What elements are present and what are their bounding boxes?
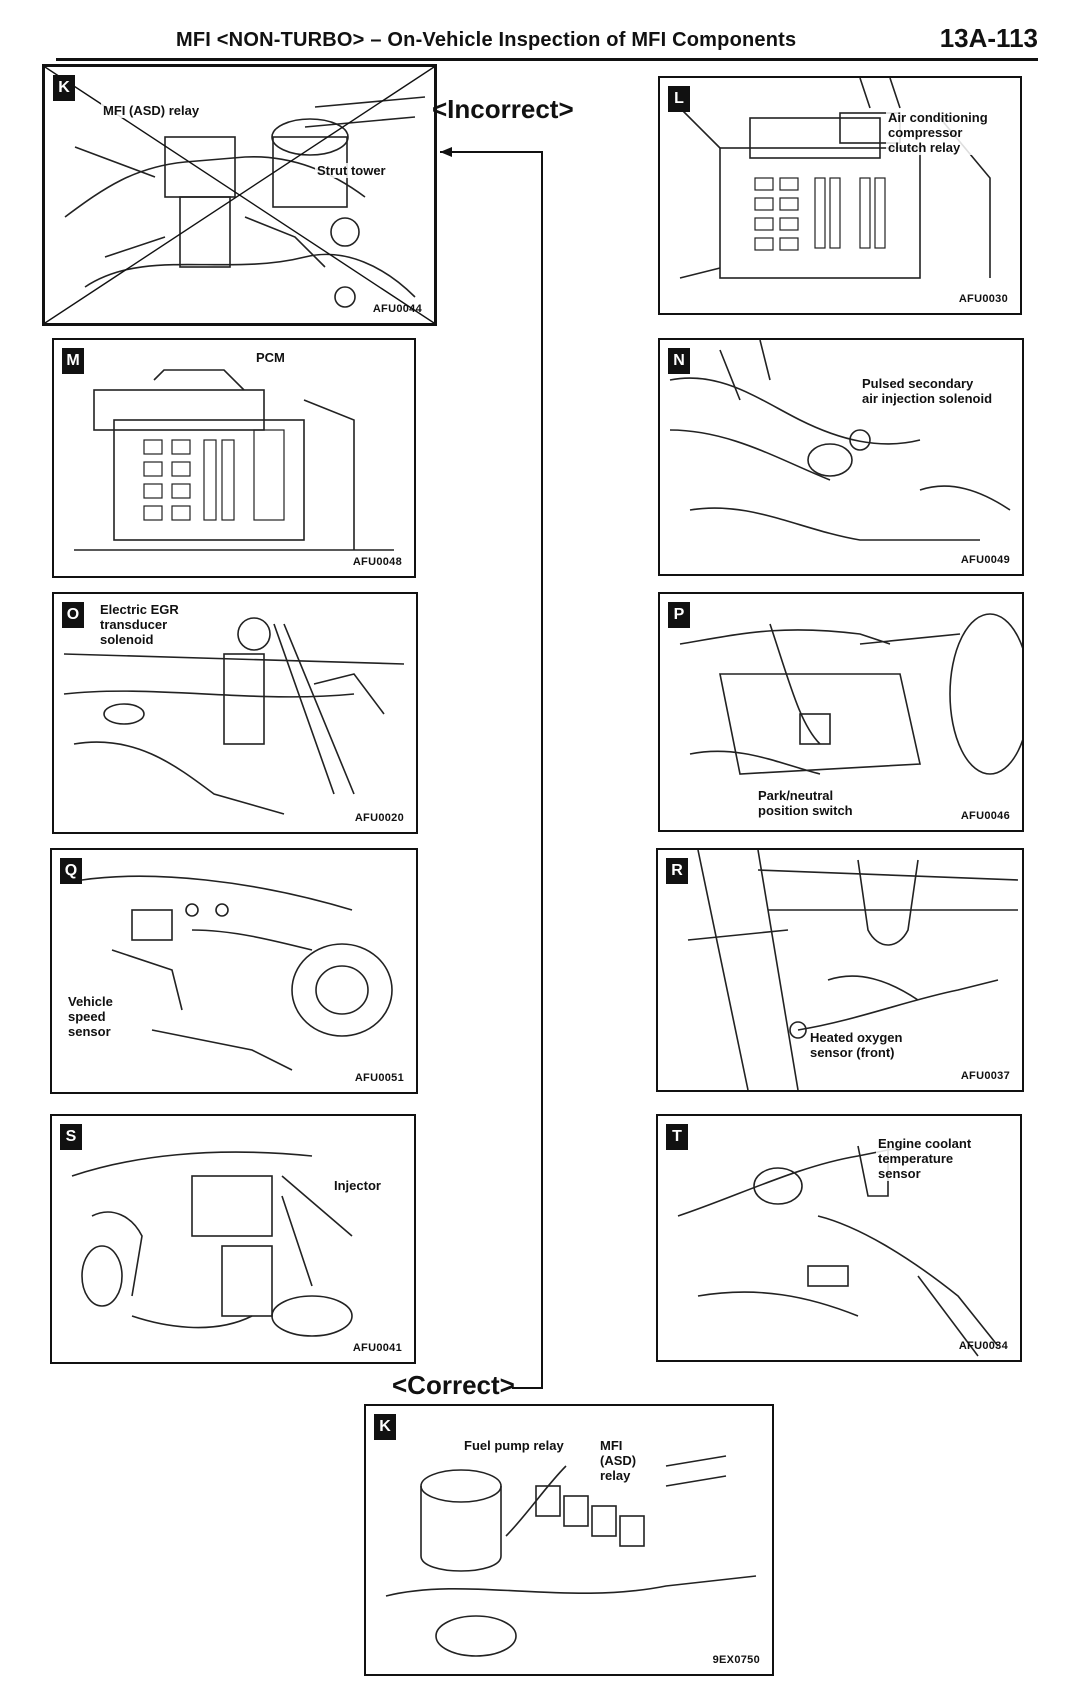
panel-r: R Heated oxygen sensor (front) AFU0037: [656, 848, 1024, 1092]
caption-correct: <Correct>: [392, 1370, 515, 1400]
solenoid-illustration: [669, 340, 1011, 541]
figure-code: AFU0037: [960, 1070, 1010, 1082]
callout-park-neutral-position-switch: Park/neutral position switch: [756, 788, 855, 818]
panel-letter: K: [53, 75, 75, 101]
panel-o: O Electric EGR transducer solenoid AFU00…: [52, 592, 418, 834]
callout-pulsed-secondary-air-injection-solenoid: Pulsed secondary air injection solenoid: [860, 376, 995, 406]
figure-code: AFU0030: [958, 293, 1008, 305]
callout-mfi-asd-relay: MFI (ASD) relay: [598, 1438, 639, 1483]
page-header: MFI <NON-TURBO> – On-Vehicle Inspection …: [56, 18, 1038, 61]
vehicle-speed-sensor-illustration: [81, 875, 393, 1071]
figure-code: AFU0051: [354, 1072, 404, 1084]
egr-solenoid-illustration: [63, 617, 405, 815]
panel-l: L Air conditioning compressor clutch rel…: [658, 76, 1022, 315]
panel-s: S Injector AFU0041: [50, 1114, 416, 1364]
callout-strut-tower: Strut tower: [315, 163, 388, 178]
pcm-fuse-box-illustration: [74, 369, 394, 551]
figure-code: AFU0041: [352, 1342, 402, 1354]
callout-vehicle-speed-sensor: Vehicle speed sensor: [66, 994, 115, 1039]
injector-illustration: [71, 1151, 353, 1337]
panel-letter: K: [374, 1414, 396, 1440]
caption-incorrect: <Incorrect>: [432, 94, 574, 124]
page-title: MFI <NON-TURBO> – On-Vehicle Inspection …: [176, 29, 797, 51]
panel-k-incorrect: K MFI (ASD) relay Strut tower AFU0044: [42, 64, 437, 326]
callout-injector: Injector: [332, 1178, 383, 1193]
panel-letter: Q: [60, 858, 82, 884]
figure-code: AFU0048: [352, 556, 402, 568]
panel-letter: L: [668, 86, 690, 112]
figure-code: AFU0044: [372, 303, 422, 315]
panel-n: N Pulsed secondary air injection solenoi…: [658, 338, 1024, 576]
callout-engine-coolant-temperature-sensor: Engine coolant temperature sensor: [876, 1136, 974, 1181]
callout-electric-egr-transducer-solenoid: Electric EGR transducer solenoid: [98, 602, 181, 647]
heated-oxygen-sensor-illustration: [687, 850, 1019, 1090]
panel-q: Q Vehicle speed sensor AFU0051: [50, 848, 418, 1094]
callout-mfi-asd-relay: MFI (ASD) relay: [101, 103, 202, 118]
callout-ac-compressor-clutch-relay: Air conditioning compressor clutch relay: [886, 110, 990, 155]
panel-letter: O: [62, 602, 84, 628]
panel-letter: M: [62, 348, 84, 374]
relay-block-illustration: [385, 1455, 757, 1657]
panel-p: P Park/neutral position switch AFU0046: [658, 592, 1024, 832]
panel-m: M PCM AFU0048: [52, 338, 416, 578]
figure-code: AFU0046: [960, 810, 1010, 822]
callout-fuel-pump-relay: Fuel pump relay: [462, 1438, 566, 1453]
panel-letter: R: [666, 858, 688, 884]
panel-t: T Engine coolant temperature sensor AFU0…: [656, 1114, 1022, 1362]
panel-letter: T: [666, 1124, 688, 1150]
fuse-box-illustration: [679, 78, 991, 279]
figure-code: AFU0020: [354, 812, 404, 824]
engine-bay-illustration: [45, 67, 434, 323]
panel-letter: N: [668, 348, 690, 374]
callout-pcm: PCM: [254, 350, 287, 365]
page-number: 13A-113: [939, 23, 1038, 53]
figure-code: AFU0034: [958, 1340, 1008, 1352]
panel-k-correct: K Fuel pump relay MFI (ASD) relay 9EX075…: [364, 1404, 774, 1676]
callout-heated-oxygen-sensor-front: Heated oxygen sensor (front): [808, 1030, 905, 1060]
panel-letter: P: [668, 602, 690, 628]
figure-code: AFU0049: [960, 554, 1010, 566]
panel-letter: S: [60, 1124, 82, 1150]
figure-code: 9EX0750: [712, 1654, 760, 1666]
park-neutral-switch-illustration: [679, 613, 1022, 775]
